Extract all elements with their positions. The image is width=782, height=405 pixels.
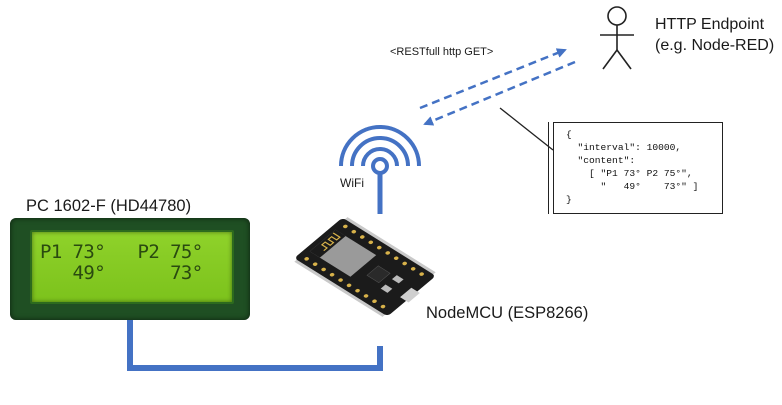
json-line: } [566,194,572,205]
response-arrow [423,60,576,126]
lcd-title: PC 1602-F (HD44780) [26,197,192,215]
lcd-line-1: P1 73° P2 75° [40,241,203,263]
json-line: "content": [566,155,636,166]
payload-callout-line [499,107,554,151]
json-line: [ "P1 73° P2 75°", [566,168,693,179]
json-payload-box: { "interval": 10000, "content": [ "P1 73… [553,122,723,214]
wifi-label: WiFi [340,176,364,190]
lcd-module: P1 73° P2 75° 49° 73° [10,218,250,320]
rest-request-label: <RESTfull http GET> [390,46,494,58]
pcb [296,218,434,316]
request-arrow [419,48,567,110]
nodemcu-board [294,217,436,317]
lcd-line-2: 49° 73° [40,262,204,284]
stick-figure-icon [600,6,634,70]
http-endpoint-subtitle: (e.g. Node-RED) [655,37,775,54]
json-line: " 49° 73°" ] [566,181,699,192]
payload-box-rule [548,122,549,214]
nodemcu-title: NodeMCU (ESP8266) [426,304,589,322]
usb-port [400,287,420,303]
wifi-antenna-icon [339,125,421,214]
json-line: { [566,129,572,140]
pin-header-top [344,217,436,275]
json-line: "interval": 10000, [566,142,682,153]
connection-wire [127,318,383,371]
http-endpoint-title: HTTP Endpoint [655,16,765,33]
pin-header-bottom [294,259,386,317]
lcd-screen: P1 73° P2 75° 49° 73° [30,230,234,304]
